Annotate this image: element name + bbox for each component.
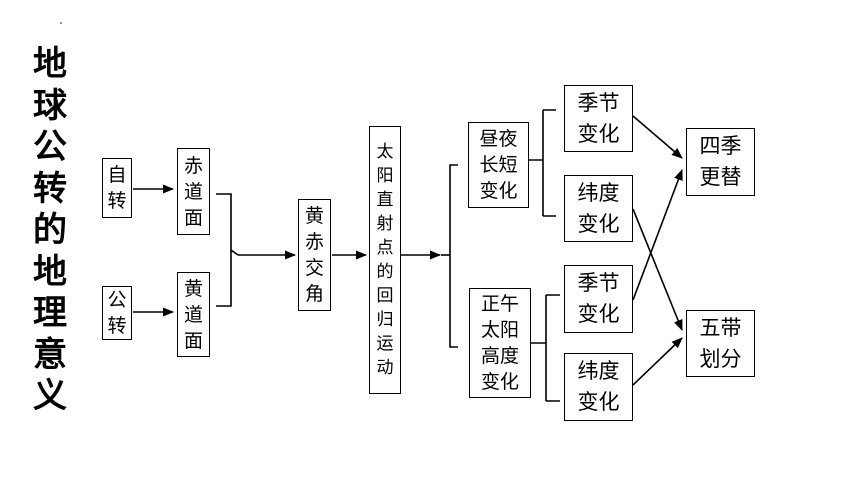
title-char: 的	[33, 210, 67, 250]
arrow-latitude2-to-five-zones	[632, 337, 683, 386]
node-sun-migration: 太 阳 直 射 点 的 回 归 运 动	[369, 126, 401, 394]
arrow-season1-to-four-seasons	[632, 115, 683, 159]
node-label: 正午 太阳 高度 变化	[480, 293, 519, 393]
node-revolution: 公 转	[102, 286, 132, 340]
noonsun-bracket	[531, 294, 560, 402]
title-char: 地	[33, 44, 67, 84]
node-ecliptic-plane: 黄 道 面	[177, 272, 210, 357]
title-char: 公	[33, 127, 67, 167]
title-char: 地	[33, 251, 67, 292]
node-label: 公 转	[107, 289, 127, 337]
node-label: 昼夜 长短 变化	[479, 128, 518, 202]
node-label: 自 转	[107, 164, 127, 212]
node-equator-plane: 赤 道 面	[177, 148, 210, 235]
node-day-night-length: 昼夜 长短 变化	[468, 122, 529, 208]
node-noon-sun-height: 正午 太阳 高度 变化	[469, 288, 531, 398]
node-latitude-change-2: 纬度 变化	[564, 353, 633, 421]
node-season-change-2: 季节 变化	[564, 265, 633, 333]
title-char: 球	[33, 85, 67, 126]
node-label: 纬度 变化	[577, 359, 620, 414]
node-label: 五带 划分	[699, 315, 742, 371]
node-label: 赤 道 面	[183, 154, 203, 229]
title-char: 意	[33, 334, 67, 375]
planes-bracket	[216, 193, 232, 307]
node-label: 四季 更替	[699, 134, 742, 189]
node-five-zones: 五带 划分	[686, 310, 755, 377]
title-char: 转	[33, 168, 67, 209]
node-label: 黄 道 面	[183, 277, 203, 352]
title-char: 理	[33, 293, 67, 333]
arrow-season2-to-four-seasons	[632, 168, 683, 301]
title-char: 义	[33, 376, 67, 416]
node-label: 纬度 变化	[577, 180, 620, 236]
planes-bracket-tip	[230, 249, 239, 256]
arrow-latitude1-to-five-zones	[632, 208, 683, 332]
node-label: 季节 变化	[577, 271, 620, 326]
node-label: 季节 变化	[577, 90, 620, 146]
node-obliquity: 黄 赤 交 角	[298, 199, 331, 311]
node-season-change-1: 季节 变化	[564, 85, 633, 152]
node-label: 太 阳 直 射 点 的 回 归 运 动	[376, 142, 394, 378]
node-four-seasons: 四季 更替	[686, 128, 755, 196]
node-label: 黄 赤 交 角	[304, 205, 324, 305]
stray-dot	[60, 22, 62, 24]
daynight-bracket	[529, 109, 556, 217]
node-latitude-change-1: 纬度 变化	[564, 175, 633, 242]
page-title: 地 球 公 转 的 地 理 意 义	[28, 44, 72, 418]
node-self-rotation: 自 转	[102, 158, 132, 218]
split-bracket	[449, 164, 458, 348]
